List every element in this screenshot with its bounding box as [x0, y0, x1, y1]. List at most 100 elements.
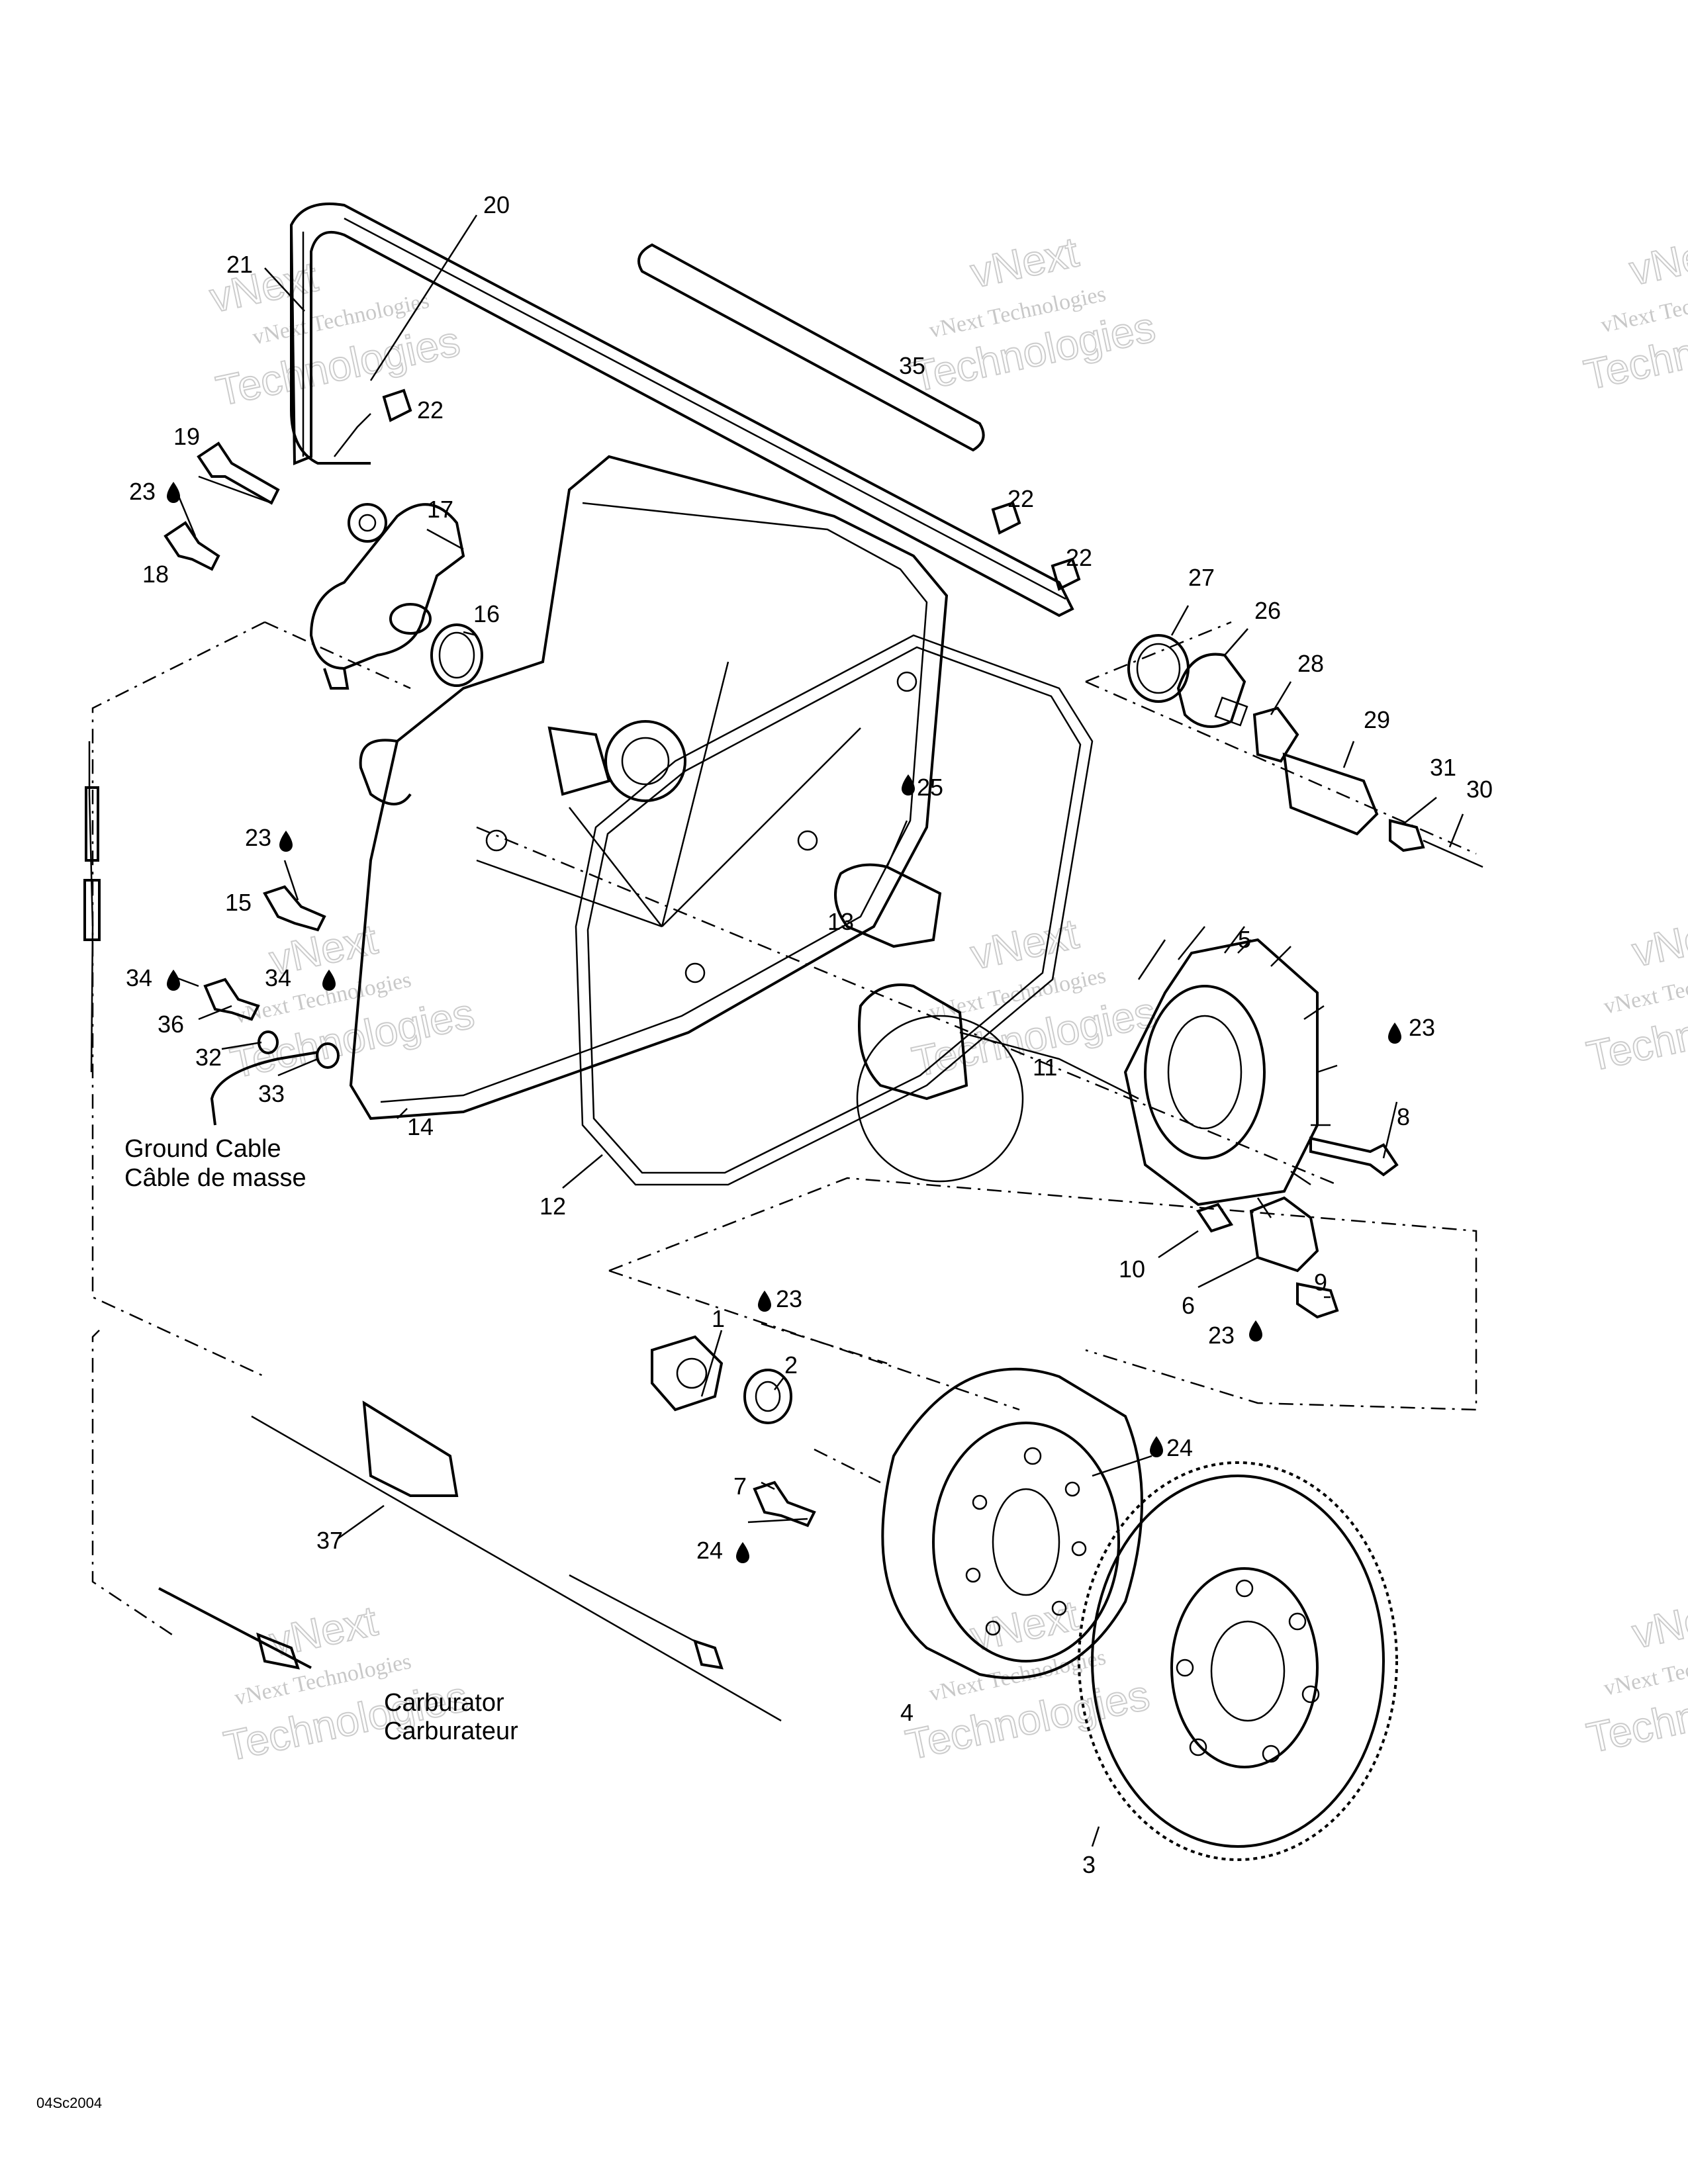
- trigger-coil-11: [856, 983, 1139, 1183]
- callout-23: 23: [129, 478, 156, 505]
- callout-33: 33: [258, 1080, 285, 1107]
- callout-16: 16: [473, 600, 500, 627]
- callout-25: 25: [917, 774, 943, 801]
- bolt-36: [203, 978, 260, 1021]
- callout-21: 21: [226, 251, 253, 278]
- carburator-label-en: Carburator: [384, 1689, 504, 1717]
- drop-icon: [1388, 1023, 1401, 1044]
- sleeve-13: [834, 863, 942, 948]
- rod-35: [637, 243, 985, 452]
- ground-cable-label-fr: Câble de masse: [124, 1164, 306, 1192]
- callout-22: 22: [1008, 485, 1034, 512]
- clip-22: [382, 388, 1081, 591]
- bolt-7: [753, 1480, 816, 1527]
- callout-36: 36: [158, 1011, 184, 1038]
- text-notes: Ground Cable Câble de masse Carburator C…: [36, 1135, 518, 2111]
- callout-2: 2: [784, 1351, 798, 1379]
- drop-icons: [167, 482, 1401, 1563]
- callout-24: 24: [1166, 1434, 1193, 1461]
- water-pump-17: [309, 503, 465, 690]
- drop-icon: [758, 1291, 771, 1312]
- tube-21-loop: [290, 225, 371, 465]
- watermark-vnext: vNext: [1628, 1588, 1688, 1657]
- callout-11: 11: [1033, 1054, 1057, 1081]
- callout-numbers: 20 21 22 19 23 17 18 16 35 22 22 27 26 2…: [126, 191, 1493, 1878]
- watermark-right-edge: vNext vNext Technologies Technologies: [1579, 225, 1688, 400]
- watermark-mid-left: vNext vNext Technologies Technologies: [226, 915, 479, 1088]
- callout-26: 26: [1254, 597, 1281, 624]
- drop-icon: [902, 774, 915, 796]
- nut-1: [651, 1335, 724, 1412]
- callout-32: 32: [195, 1044, 222, 1071]
- callout-9: 9: [1314, 1269, 1327, 1296]
- callout-8: 8: [1397, 1103, 1410, 1130]
- callout-6: 6: [1182, 1292, 1195, 1319]
- watermark-mid-middle: vNext vNext Technologies Technologies: [908, 909, 1160, 1086]
- sensor-6: [1249, 1196, 1319, 1273]
- connector-29: [1282, 752, 1379, 836]
- stator-5: [1123, 926, 1338, 1218]
- callout-29: 29: [1364, 706, 1390, 733]
- callout-3: 3: [1082, 1851, 1096, 1878]
- callout-34: 34: [126, 964, 152, 991]
- drop-icon: [1150, 1436, 1163, 1457]
- assembly-lines: [91, 621, 1477, 1636]
- cable-37: [158, 1400, 782, 1722]
- callout-7: 7: [733, 1473, 747, 1500]
- ring-gear-3: [1078, 1461, 1398, 1861]
- callout-23: 23: [1208, 1322, 1235, 1349]
- watermark-top-middle: vNext vNext Technologies Technologies: [907, 227, 1160, 401]
- gasket-12: [575, 634, 1094, 1186]
- watermark-vnext: vNext: [966, 228, 1082, 296]
- callout-22: 22: [417, 396, 444, 424]
- washer-2: [743, 1369, 792, 1424]
- grommet-26: [1176, 653, 1248, 728]
- callout-22: 22: [1066, 544, 1092, 571]
- callout-35: 35: [899, 352, 925, 379]
- terminal-31: [1389, 819, 1425, 852]
- callout-27: 27: [1188, 564, 1215, 591]
- callout-15: 15: [225, 889, 252, 916]
- callout-17: 17: [427, 496, 453, 523]
- callout-4: 4: [900, 1699, 914, 1726]
- bolt-10: [1196, 1203, 1234, 1233]
- watermark-vnext: vNext: [1628, 907, 1688, 976]
- callout-19: 19: [173, 423, 200, 450]
- watermark-vnext: vNext: [966, 909, 1082, 978]
- callout-23: 23: [245, 824, 271, 851]
- watermark-right-edge: vNext vNext Technologies Technologies: [1582, 906, 1688, 1081]
- callout-30: 30: [1466, 776, 1493, 803]
- cable-left: [83, 741, 101, 1073]
- wire-30: [1423, 839, 1483, 868]
- callout-34: 34: [265, 964, 291, 991]
- bolt-19: [197, 441, 280, 505]
- figure-code: 04Sc2004: [36, 2095, 102, 2111]
- callout-1: 1: [712, 1305, 725, 1332]
- bolt-8: [1309, 1136, 1399, 1177]
- watermark-right-edge: vNext vNext Technologies Technologies: [1582, 1588, 1688, 1762]
- drop-icon: [736, 1542, 749, 1563]
- seal-28: [1252, 706, 1299, 763]
- lock-washer-33: [316, 1042, 340, 1069]
- callout-23: 23: [776, 1285, 802, 1312]
- ground-cable: [210, 1051, 318, 1126]
- bolt-15: [263, 885, 326, 932]
- callout-23: 23: [1409, 1014, 1435, 1041]
- leader-lines: [171, 214, 1464, 1847]
- drop-icon: [1249, 1320, 1262, 1342]
- o-ring-16: [430, 623, 483, 687]
- bolt-9: [1296, 1282, 1339, 1319]
- callout-18: 18: [142, 561, 169, 588]
- drop-icon: [167, 482, 180, 503]
- callout-31: 31: [1430, 754, 1456, 781]
- ground-cable-label-en: Ground Cable: [124, 1135, 281, 1163]
- callout-5: 5: [1238, 926, 1251, 953]
- drop-icon: [167, 970, 180, 991]
- callout-24: 24: [696, 1537, 723, 1564]
- bolt-18: [164, 521, 220, 571]
- tube-20: [289, 203, 1074, 617]
- flywheel-4: [881, 1367, 1143, 1680]
- housing-14: [349, 455, 949, 1120]
- callout-14: 14: [407, 1113, 434, 1140]
